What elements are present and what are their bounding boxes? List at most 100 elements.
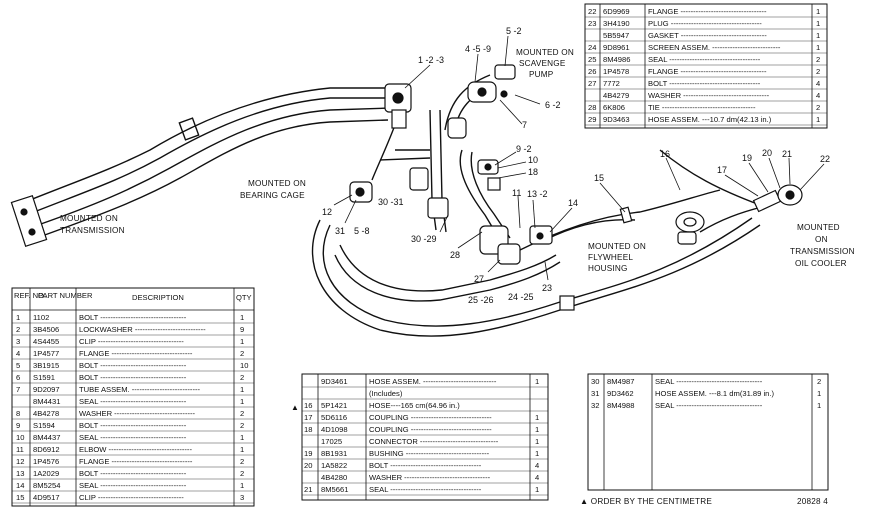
table-mid-description: (Includes) (369, 389, 403, 398)
table-top-right-qty: 2 (816, 103, 820, 112)
callout-17: 17 (717, 165, 727, 175)
svg-text:OIL COOLER: OIL COOLER (795, 259, 847, 268)
table-right-ref-no: 30 (591, 377, 599, 386)
table-left-qty: 2 (240, 373, 244, 382)
table-left-part-number: 1A2029 (33, 469, 59, 478)
table-left-ref-no: 9 (16, 421, 20, 430)
annotation-scavenge: MOUNTED ON SCAVENGE PUMP (516, 48, 574, 79)
table-mid-part-number: 4D1098 (321, 425, 348, 434)
tube-transmission-4 (41, 119, 389, 237)
table-left-description: CLIP ---------------------------------- (79, 337, 184, 346)
svg-text:MOUNTED ON: MOUNTED ON (516, 48, 574, 57)
transmission-flange (10, 194, 48, 248)
table-mid-part-number: 1A5822 (321, 461, 347, 470)
table-left-ref-no: 15 (16, 493, 24, 502)
tube-loop-2 (470, 151, 511, 239)
table-left-ref-no: 12 (16, 457, 24, 466)
table-top-right-row: 4B4279 WASHER ---------------------------… (585, 91, 827, 102)
table-mid-part-number: 9D3461 (321, 377, 348, 386)
table-mid-ref-no: 18 (304, 425, 312, 434)
table-mid-row: (Includes) (302, 389, 548, 400)
table-left-part-number: 3B4506 (33, 325, 59, 334)
table-left-qty: 2 (240, 421, 244, 430)
table-left-ref-no: 14 (16, 481, 24, 490)
table-top-right-part-number: 7772 (603, 79, 620, 88)
table-top-right-qty: 1 (816, 43, 820, 52)
table-right-qty: 1 (817, 389, 821, 398)
table-mid-qty: 4 (535, 461, 539, 470)
table-top-right-description: FLANGE ---------------------------------… (648, 67, 767, 76)
table-right-ref-no: 32 (591, 401, 599, 410)
table-left-ref-no: 7 (16, 385, 20, 394)
table-mid-qty: 4 (535, 473, 539, 482)
svg-text:ON: ON (815, 235, 828, 244)
svg-text:HOUSING: HOUSING (588, 264, 628, 273)
table-left-ref-no: 1 (16, 313, 20, 322)
table-right-description: SEAL ---------------------------------- (655, 401, 763, 410)
svg-text:REF. NO.: REF. NO. (14, 291, 46, 300)
table-left-part-number: 4D9517 (33, 493, 60, 502)
table-top-right-ref-no: 25 (588, 55, 596, 64)
table-mid-qty: 1 (535, 413, 539, 422)
table-left-part-number: 4B4278 (33, 409, 59, 418)
callout-6-2: 6 -2 (545, 100, 561, 110)
callout-9-2: 9 -2 (516, 144, 532, 154)
table-left-part-number: 8D6912 (33, 445, 60, 454)
table-mid-description: HOSE----165 cm(64.96 in.) (369, 401, 460, 410)
callout-20: 20 (762, 148, 772, 158)
table-right-qty: 1 (817, 401, 821, 410)
table-top-right-qty: 1 (816, 115, 820, 124)
table-right-ref-no: 31 (591, 389, 599, 398)
table-left-qty: 2 (240, 349, 244, 358)
table-mid-description: CONNECTOR ------------------------------… (369, 437, 499, 446)
table-mid-qty: 1 (535, 485, 539, 494)
callout-11: 11 (512, 188, 521, 198)
callout-23: 23 (542, 283, 552, 293)
svg-text:QTY: QTY (236, 293, 252, 302)
tube-clamp (178, 117, 200, 141)
svg-text:BEARING CAGE: BEARING CAGE (240, 191, 305, 200)
table-top-right-ref-no: 22 (588, 7, 596, 16)
table-left-description: BOLT ---------------------------------- (79, 373, 187, 382)
hose-main-3 (334, 254, 561, 302)
table-top-right-part-number: 4B4279 (603, 91, 629, 100)
table-top-right-part-number: 6K806 (603, 103, 625, 112)
table-top-right-description: WASHER ---------------------------------… (648, 91, 770, 100)
table-mid-ref-no: 21 (304, 485, 312, 494)
callout-leaders (333, 35, 825, 281)
table-left-part-number: 4S4455 (33, 337, 59, 346)
table-mid-ref-no: 20 (304, 461, 312, 470)
tube-transmission-1 (29, 87, 395, 201)
table-left-description: TUBE ASSEM. --------------------------- (79, 385, 200, 394)
table-top-right-qty: 2 (816, 55, 820, 64)
table-top-right-part-number: 1P4578 (603, 67, 629, 76)
callout-19: 19 (742, 153, 752, 163)
table-left-description: SEAL ---------------------------------- (79, 433, 187, 442)
hose-16 (519, 189, 721, 251)
table-top-right-description: HOSE ASSEM. ---10.7 dm(42.13 in.) (648, 115, 772, 124)
tube-loop (459, 149, 501, 241)
table-left-qty: 1 (240, 445, 244, 454)
table-mid-part-number: 8M5661 (321, 485, 348, 494)
table-left-description: BOLT ---------------------------------- (79, 313, 187, 322)
order-marker: ▲ (291, 403, 299, 412)
table-top-right-part-number: 9D8961 (603, 43, 630, 52)
table-left-part-number: 1P4577 (33, 349, 59, 358)
hose-main-4 (339, 244, 557, 292)
table-left-ref-no: 5 (16, 361, 20, 370)
